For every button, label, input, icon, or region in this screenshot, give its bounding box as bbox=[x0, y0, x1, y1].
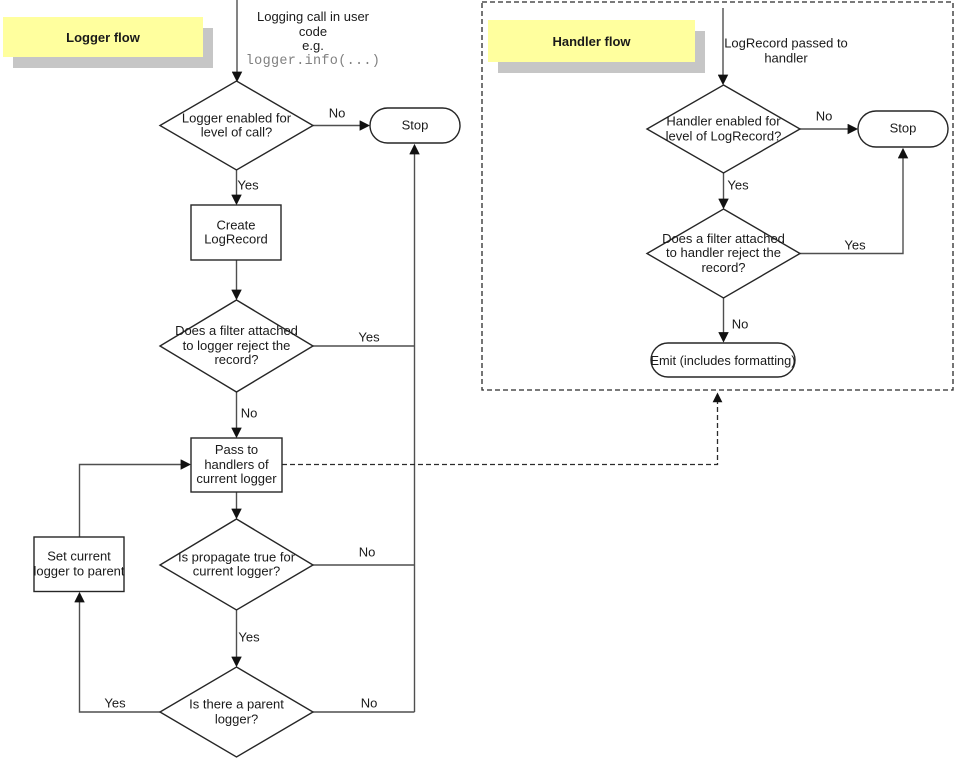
handler-flow-title: Handler flow bbox=[552, 33, 631, 49]
edge-label-propagate-yes: Yes bbox=[238, 629, 260, 645]
edge-label-propagate-no: No bbox=[358, 544, 376, 560]
edge-handler-filter-yes bbox=[800, 147, 909, 255]
edge-pass-to-handler-dashed bbox=[282, 392, 723, 466]
parent-diamond-label: Is there a parent logger? bbox=[189, 696, 284, 726]
emit-pill bbox=[650, 342, 796, 378]
set-current-logger-box bbox=[33, 536, 125, 593]
handler-filter-diamond bbox=[645, 208, 802, 299]
logger-stop-label: Stop bbox=[401, 117, 429, 133]
logger-enabled-diamond bbox=[158, 80, 315, 171]
propagate-diamond-label: Is propagate true for current logger? bbox=[177, 548, 296, 579]
logger-entry-caption: Logging call in user code e.g. bbox=[256, 9, 370, 54]
logger-stop-pill bbox=[369, 107, 461, 144]
edge-label-logger-enabled-no: No bbox=[328, 105, 346, 121]
pass-to-handlers-box bbox=[190, 437, 283, 493]
emit-label: Emit (includes formatting) bbox=[650, 352, 796, 368]
logger-enabled-diamond-label: Logger enabled for level of call? bbox=[181, 109, 292, 140]
edge-label-logger-filter-no: No bbox=[240, 405, 258, 421]
edge-label-logger-enabled-yes: Yes bbox=[237, 177, 259, 193]
edge-label-parent-yes: Yes bbox=[104, 695, 126, 711]
edge-label-handler-enabled-yes: Yes bbox=[727, 177, 749, 193]
logger-entry-code: logger.info(...) bbox=[245, 54, 381, 70]
handler-flow-note: Handler flow bbox=[488, 20, 695, 62]
handler-enabled-diamond-label: Handler enabled for level of LogRecord? bbox=[665, 113, 782, 143]
handler-enabled-diamond bbox=[645, 84, 802, 174]
edge-label-logger-filter-yes: Yes bbox=[358, 329, 380, 345]
create-logrecord-label: Create LogRecord bbox=[204, 216, 268, 247]
edge-label-handler-filter-yes: Yes bbox=[844, 237, 866, 253]
set-current-logger-label: Set current logger to parent bbox=[33, 548, 125, 578]
logger-flow-note: Logger flow bbox=[3, 17, 203, 57]
logger-flow-title: Logger flow bbox=[66, 29, 140, 45]
edge-label-handler-filter-no: No bbox=[731, 316, 749, 332]
logger-entry-text: Logging call in user code e.g. logger.in… bbox=[239, 9, 387, 70]
pass-to-handlers-label: Pass to handlers of current logger bbox=[196, 441, 277, 487]
parent-diamond bbox=[158, 666, 315, 758]
handler-stop-label: Stop bbox=[889, 120, 917, 136]
edge-parent-yes-loop bbox=[74, 591, 160, 713]
edge-set-parent-to-pass bbox=[78, 459, 192, 537]
handler-flow-panel-border bbox=[481, 1, 954, 391]
propagate-diamond bbox=[158, 518, 315, 611]
handler-filter-diamond-label: Does a filter attached to handler reject… bbox=[662, 230, 785, 275]
create-logrecord-box bbox=[190, 204, 282, 261]
edge-label-handler-enabled-no: No bbox=[815, 108, 833, 124]
handler-stop-pill bbox=[857, 110, 949, 148]
logger-filter-diamond bbox=[158, 299, 315, 393]
handler-entry-text: LogRecord passed to handler bbox=[724, 35, 848, 65]
logger-filter-diamond-label: Does a filter attached to logger reject … bbox=[175, 322, 298, 368]
edge-label-parent-no: No bbox=[360, 695, 378, 711]
